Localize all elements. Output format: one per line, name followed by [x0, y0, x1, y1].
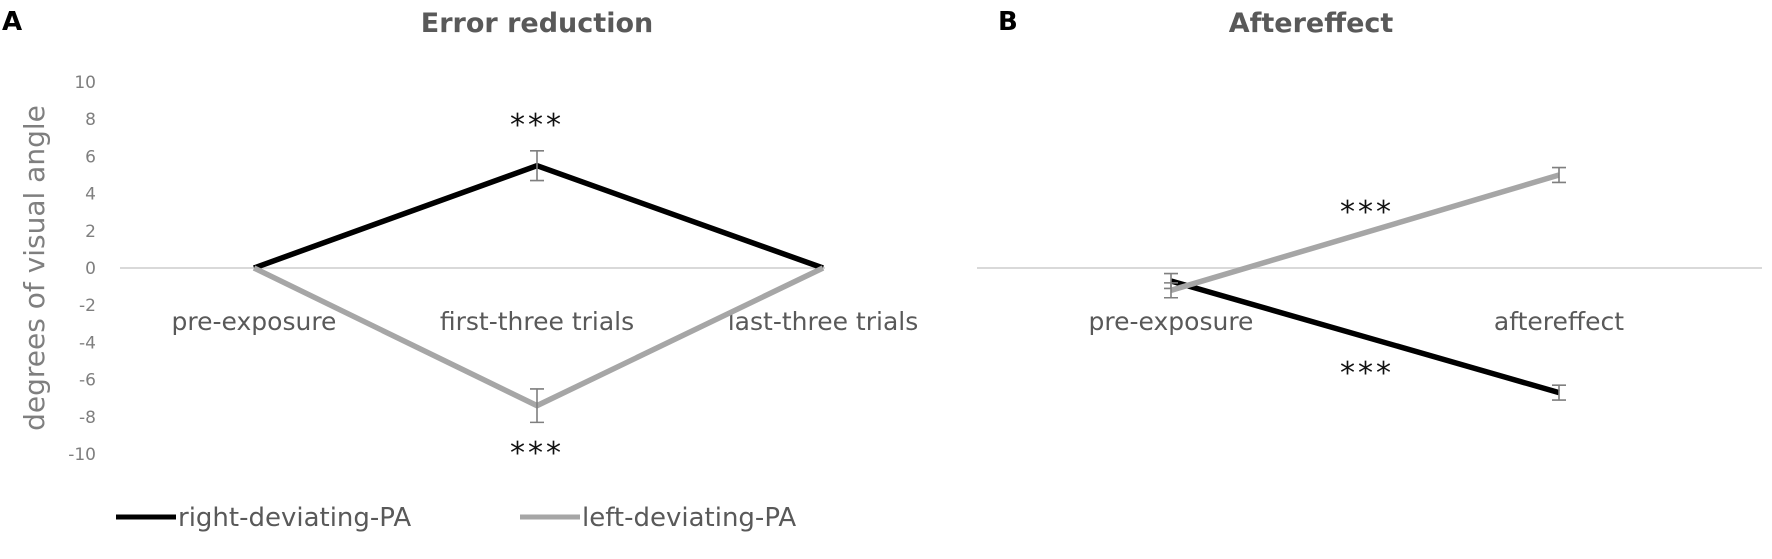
error-bar: [1552, 384, 1566, 401]
x-category-label: aftereffect: [1494, 307, 1624, 336]
plot-panel-a: pre-exposure first-three trials last-three…: [120, 108, 918, 471]
y-tick-label: 8: [85, 110, 96, 130]
panel-title-a: Error reduction: [421, 8, 653, 39]
x-category-label: pre-exposure: [172, 307, 337, 336]
series-line: [1170, 278, 1560, 396]
x-category-label: pre-exposure: [1089, 307, 1254, 336]
y-axis-label: degrees of visual angle: [18, 105, 51, 431]
panel-letter-a: A: [2, 7, 22, 37]
series-line: [1170, 172, 1560, 293]
y-tick-label: -6: [79, 371, 96, 391]
significance-marker: ***: [1340, 356, 1394, 391]
y-axis-ticks: 10 8 6 4 2 0 -2 -4 -6 -8 -10: [68, 73, 96, 465]
error-bar: [1164, 282, 1178, 299]
legend: right-deviating-PA left-deviating-PA: [116, 503, 796, 533]
error-bar: [1552, 166, 1566, 184]
legend-label-right-deviating: right-deviating-PA: [178, 503, 411, 533]
y-tick-label: 4: [85, 185, 96, 205]
legend-label-left-deviating: left-deviating-PA: [582, 503, 796, 533]
y-tick-label: 10: [74, 73, 96, 93]
legend-item-left-deviating[interactable]: left-deviating-PA: [520, 503, 796, 533]
series-line: [252, 265, 825, 409]
y-tick-label: -10: [68, 445, 96, 465]
x-category-label: first-three trials: [440, 307, 634, 336]
legend-item-right-deviating[interactable]: right-deviating-PA: [116, 503, 411, 533]
error-bar: [530, 150, 544, 182]
y-tick-label: -4: [79, 333, 96, 353]
x-category-label: last-three trials: [728, 307, 919, 336]
panel-letter-b: B: [998, 7, 1018, 37]
y-tick-label: -8: [79, 408, 96, 428]
panel-title-b: Aftereffect: [1229, 8, 1394, 39]
error-bar: [530, 388, 544, 424]
significance-marker: ***: [1340, 195, 1394, 230]
plot-panel-b: pre-exposure aftereffect *** ***: [977, 166, 1762, 401]
significance-marker: ***: [510, 436, 564, 471]
y-tick-label: 2: [85, 222, 96, 242]
y-tick-label: 6: [85, 147, 96, 167]
y-tick-label: 0: [85, 259, 96, 279]
y-tick-label: -2: [79, 296, 96, 316]
significance-marker: ***: [510, 108, 564, 143]
